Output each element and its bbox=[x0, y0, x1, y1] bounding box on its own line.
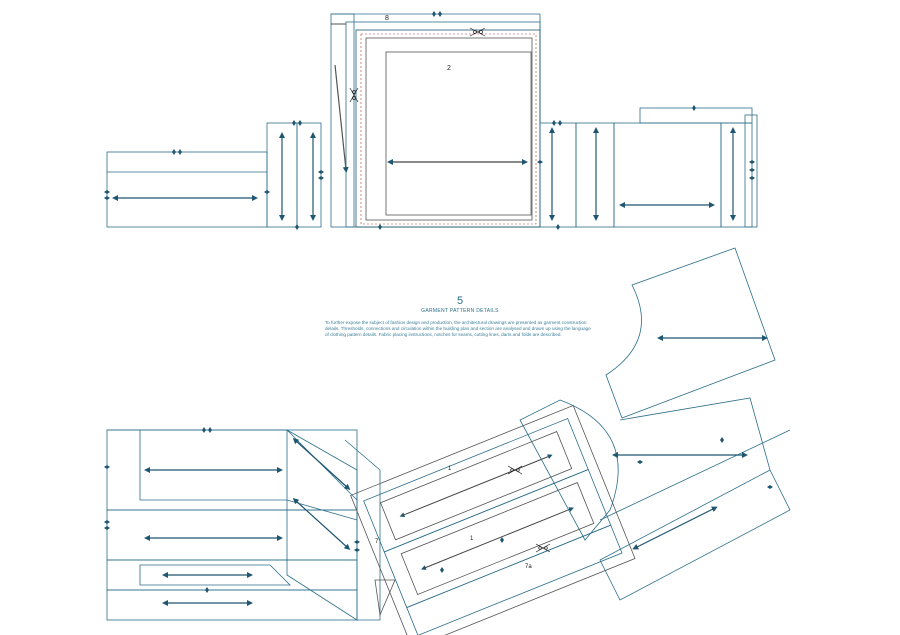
section-caption: 5 GARMENT PATTERN DETAILS To further exp… bbox=[325, 295, 595, 338]
pattern-piece-left-strip-2 bbox=[296, 122, 322, 228]
scissors-icon bbox=[535, 543, 551, 553]
top-grainlines bbox=[112, 64, 736, 221]
top-notches bbox=[104, 11, 755, 230]
pattern-piece-left-panel bbox=[106, 151, 268, 228]
section-number: 5 bbox=[456, 295, 464, 307]
piece-label-1: 1 bbox=[470, 536, 474, 542]
pattern-piece-right-strip bbox=[539, 122, 577, 228]
piece-label-2: 2 bbox=[447, 65, 451, 72]
scissors-icon bbox=[349, 87, 359, 103]
section-title: GARMENT PATTERN DETAILS bbox=[421, 308, 499, 314]
bottom-notches bbox=[104, 427, 773, 593]
pattern-piece-1 bbox=[363, 418, 589, 553]
bottom-pattern-assembly bbox=[106, 397, 791, 635]
piece-label-1: 1 bbox=[448, 466, 452, 472]
top-pattern-assembly bbox=[106, 13, 758, 228]
section-body: To further expose the subject of fashion… bbox=[325, 320, 591, 337]
pattern-piece-collar bbox=[605, 247, 776, 419]
scissors-icon bbox=[469, 27, 486, 37]
pattern-piece-2 bbox=[365, 37, 533, 221]
bottom-grainlines bbox=[144, 437, 748, 606]
piece-label-7: 7 bbox=[375, 539, 379, 545]
piece-label-8: 8 bbox=[385, 15, 389, 22]
scissors-icon bbox=[507, 465, 523, 475]
pattern-piece-8 bbox=[330, 13, 355, 228]
piece-label-7a: 7a bbox=[525, 564, 532, 570]
